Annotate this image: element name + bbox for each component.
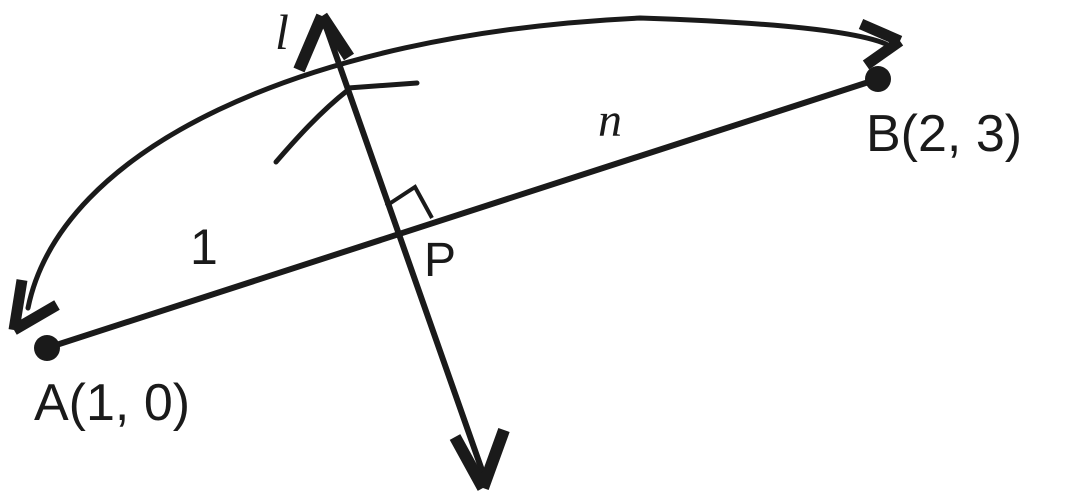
segment-n [44,76,881,351]
line-l-bottom-arrowhead [449,427,510,491]
point-a-dot [34,335,60,361]
point-a-label: A(1, 0) [34,374,191,432]
construction-tick-right [345,80,420,91]
arc-start-arrowhead [8,279,60,335]
line-n-label: n [598,94,622,147]
arc-end-arrowhead [858,18,904,70]
point-b-label: B(2, 3) [866,105,1023,163]
point-p-label: P [424,234,457,287]
point-b-dot [865,66,891,92]
right-angle-marker [384,184,434,219]
segment-measure-label: 1 [190,219,218,275]
construction-arc [25,15,889,311]
construction-tick-lower-left [273,87,351,165]
line-l-label: l [275,4,289,60]
line-l [322,21,487,479]
line-l-top-arrowhead [293,12,355,73]
